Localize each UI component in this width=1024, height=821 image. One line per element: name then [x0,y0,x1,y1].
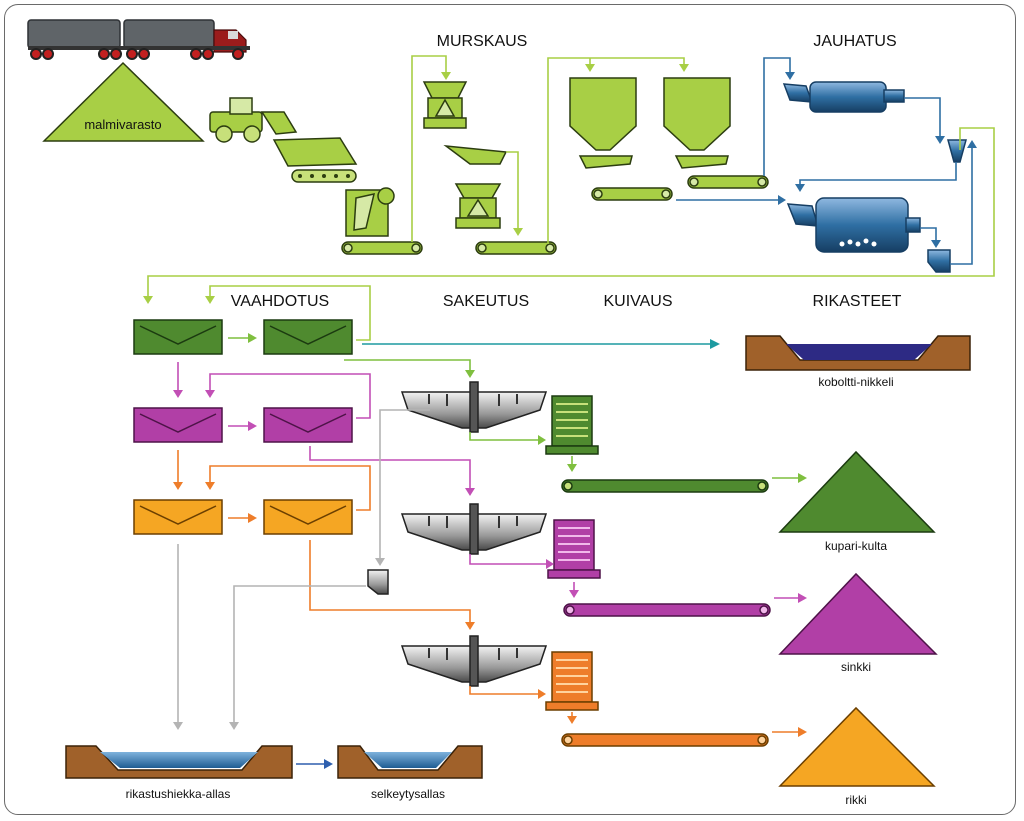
rod-mill-icon [782,81,905,113]
ball-mill-icon [786,197,921,253]
flotation-cell-zinc-2 [263,407,353,443]
wheel-loader-icon [209,97,298,143]
thickener-sulfur-icon [400,635,548,687]
filter-press-sulfur-icon [545,651,599,711]
diagram-frame [4,4,1016,815]
selkeytysallas-label: selkeytysallas [371,787,445,801]
ore-bin-2-icon [663,77,731,169]
grinding-flow-lines [143,57,995,341]
conveyor-sulfur [561,733,769,747]
stage-title-jauhatus: JAUHATUS [813,33,896,50]
stage-title-sakeutus: SAKEUTUS [443,293,529,310]
pond-overflow-line [296,759,333,769]
zinc-pile-icon [778,572,938,655]
sump-tank-icon [927,249,951,273]
thickener-copper-icon [400,381,548,433]
hydrocyclone-icon [947,139,967,163]
rikki-label: rikki [845,793,866,807]
stage-title-vaahdotus: VAAHDOTUS [231,293,329,310]
cobalt-nickel-flow-line [362,339,720,349]
flotation-cell-copper-2 [263,319,353,355]
cone-crusher-2-icon [454,183,502,229]
cone-crusher-1-icon [422,81,468,129]
tailings-flow-lines [173,409,430,730]
conveyor-3 [591,187,673,201]
rikastushiekka-allas-label: rikastushiekka-allas [126,787,231,801]
conveyor-copper [561,479,769,493]
conveyor-4 [687,175,769,189]
ore-bin-1-icon [569,77,637,169]
sinkki-label: sinkki [841,660,871,674]
stage-title-murskaus: MURSKAUS [437,33,528,50]
ore-truck-icon [27,19,250,60]
flotation-cell-copper-1 [133,319,223,355]
conveyor-2 [475,241,557,255]
copper-flow-lines [228,333,807,483]
filter-press-zinc-icon [547,519,601,579]
thickener-zinc-icon [400,503,548,555]
stage-title-kuivaus: KUIVAUS [603,293,672,310]
zinc-flow-lines [173,362,807,603]
koboltti-nikkeli-label: koboltti-nikkeli [818,375,893,389]
screen-icon [443,144,508,165]
tailings-pond-icon [65,745,293,779]
flotation-cell-sulfur-2 [263,499,353,535]
kupari-kulta-label: kupari-kulta [825,539,887,553]
stage-title-rikasteet: RIKASTEET [813,293,902,310]
crushing-flow-lines [411,55,689,244]
crawler-feeder-icon [272,137,358,183]
jaw-crusher-icon [345,187,395,237]
tailings-sump-icon [367,569,389,595]
ore-pile-icon [42,61,205,142]
conveyor-1 [341,241,423,255]
cobalt-nickel-basin-icon [745,335,971,371]
clarification-pond-icon [337,745,483,779]
flotation-cell-sulfur-1 [133,499,223,535]
conveyor-zinc [563,603,771,617]
copper-gold-pile-icon [778,450,936,533]
malmivarasto-label: malmivarasto [84,117,161,132]
sulfur-pile-icon [778,706,936,787]
sulfur-flow-lines [173,450,807,737]
flotation-cell-zinc-1 [133,407,223,443]
filter-press-copper-icon [545,395,599,455]
